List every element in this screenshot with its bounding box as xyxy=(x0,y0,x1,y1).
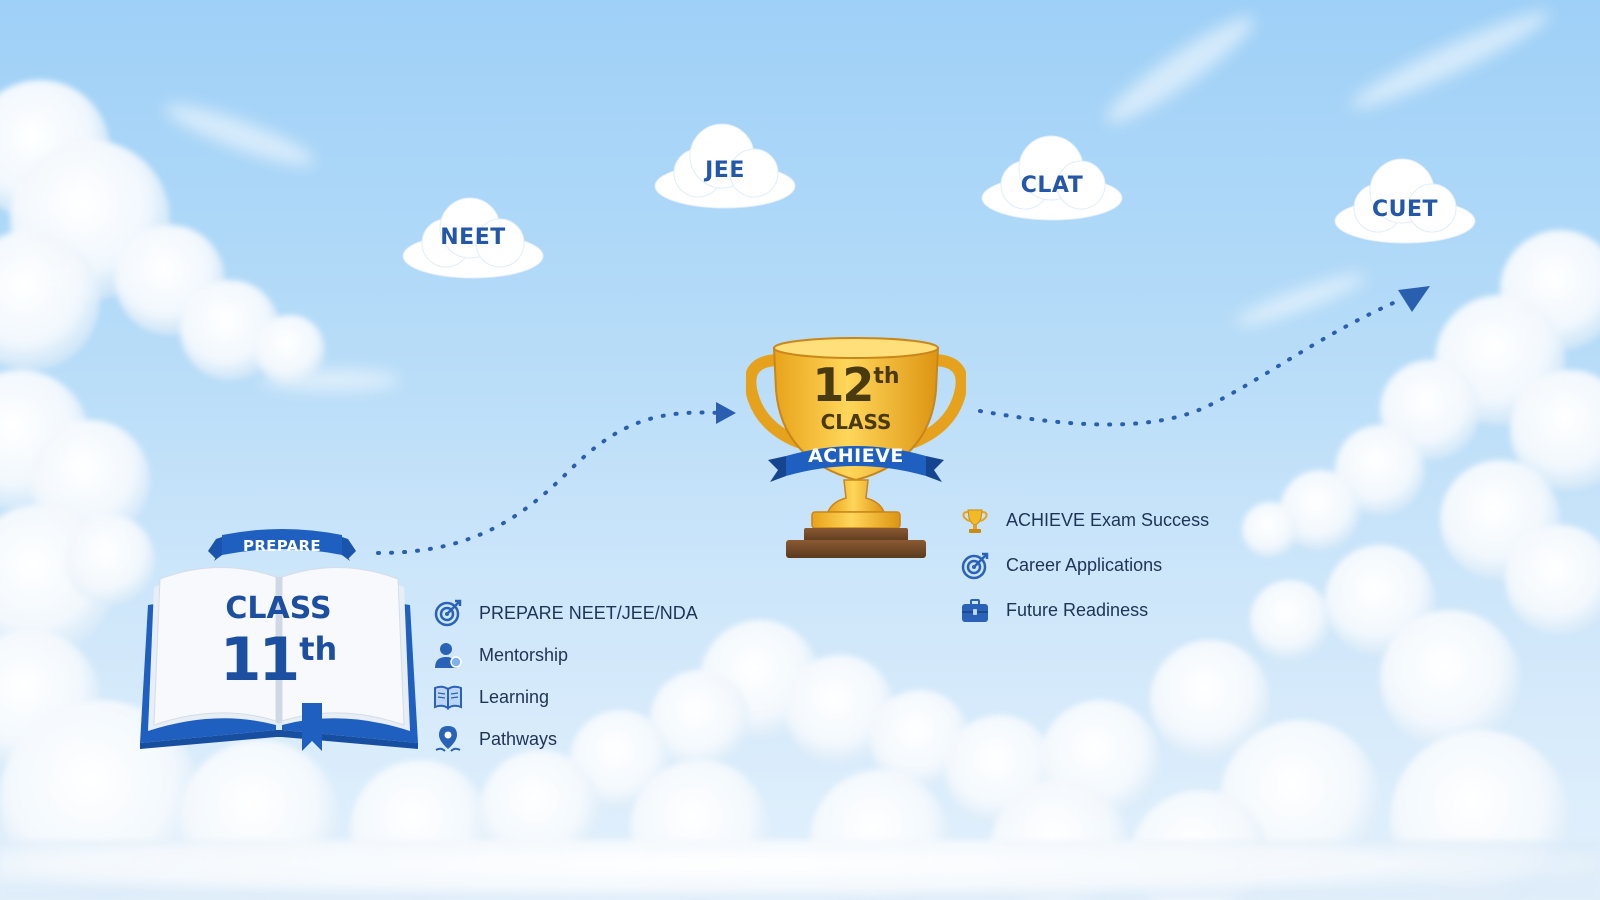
cloud-shape-icon xyxy=(981,135,1123,221)
cloud-shape-icon xyxy=(654,123,796,209)
cloud-shape-icon xyxy=(402,197,544,279)
class-number-value: 12 xyxy=(812,358,874,412)
list-item: Pathways xyxy=(433,718,698,760)
class-number: 12th xyxy=(786,358,926,412)
path-11-to-12 xyxy=(376,410,722,555)
trophy-icon xyxy=(960,506,990,536)
trophy-icon xyxy=(746,337,966,558)
list-item-label: Learning xyxy=(479,686,550,707)
cloud-neet: NEET xyxy=(398,188,548,283)
list-item: Career Applications xyxy=(960,543,1209,588)
list-item: Future Readiness xyxy=(960,588,1209,633)
class-12-trophy: 12th CLASS ACHIEVE xyxy=(746,330,966,570)
class-11-book: PREPARE CLASS 11th xyxy=(136,525,421,765)
list-item-label: Career Applications xyxy=(1006,555,1163,575)
cloud-cuet: CUET xyxy=(1330,153,1480,248)
briefcase-icon xyxy=(960,596,990,626)
cloud-clat: CLAT xyxy=(977,130,1127,225)
cloud-label: JEE xyxy=(705,158,745,183)
target-icon xyxy=(433,598,463,628)
cloud-label: NEET xyxy=(440,225,506,250)
cloud-shape-icon xyxy=(1334,158,1476,244)
list-item-label: ACHIEVE Exam Success xyxy=(1006,510,1210,530)
class-label: CLASS xyxy=(225,591,332,626)
achieve-banner: ACHIEVE xyxy=(808,445,904,467)
arrow-head-12 xyxy=(716,402,736,424)
prepare-ribbon: PREPARE xyxy=(243,537,321,555)
class-number: 11th xyxy=(196,625,361,695)
list-item: ACHIEVE Exam Success xyxy=(960,498,1209,543)
achieve-feature-list: ACHIEVE Exam Success Career Applications… xyxy=(960,498,1209,633)
arrow-head-exams xyxy=(1398,286,1430,312)
target-icon xyxy=(960,551,990,581)
list-item-label: Pathways xyxy=(479,728,558,749)
list-item: Mentorship xyxy=(433,634,698,676)
mentor-icon xyxy=(433,640,463,670)
class-label: CLASS xyxy=(820,410,892,434)
class-number-suffix: th xyxy=(873,364,900,389)
list-item-label: Mentorship xyxy=(479,644,569,665)
list-item: Learning xyxy=(433,676,698,718)
class-number-suffix: th xyxy=(299,630,338,668)
list-item-label: Future Readiness xyxy=(1006,600,1149,620)
map-pin-icon xyxy=(433,724,463,754)
path-12-to-exams xyxy=(978,298,1402,427)
class-number-value: 11 xyxy=(219,625,300,695)
cloud-jee: JEE xyxy=(650,118,800,213)
cloud-label: CLAT xyxy=(1020,173,1084,198)
book-icon xyxy=(433,682,463,712)
cloud-label: CUET xyxy=(1371,197,1439,222)
open-book-icon xyxy=(140,529,418,751)
prepare-feature-list: PREPARE NEET/JEE/NDA Mentorship Learning… xyxy=(433,592,698,760)
list-item: PREPARE NEET/JEE/NDA xyxy=(433,592,698,634)
list-item-label: PREPARE NEET/JEE/NDA xyxy=(479,602,698,623)
